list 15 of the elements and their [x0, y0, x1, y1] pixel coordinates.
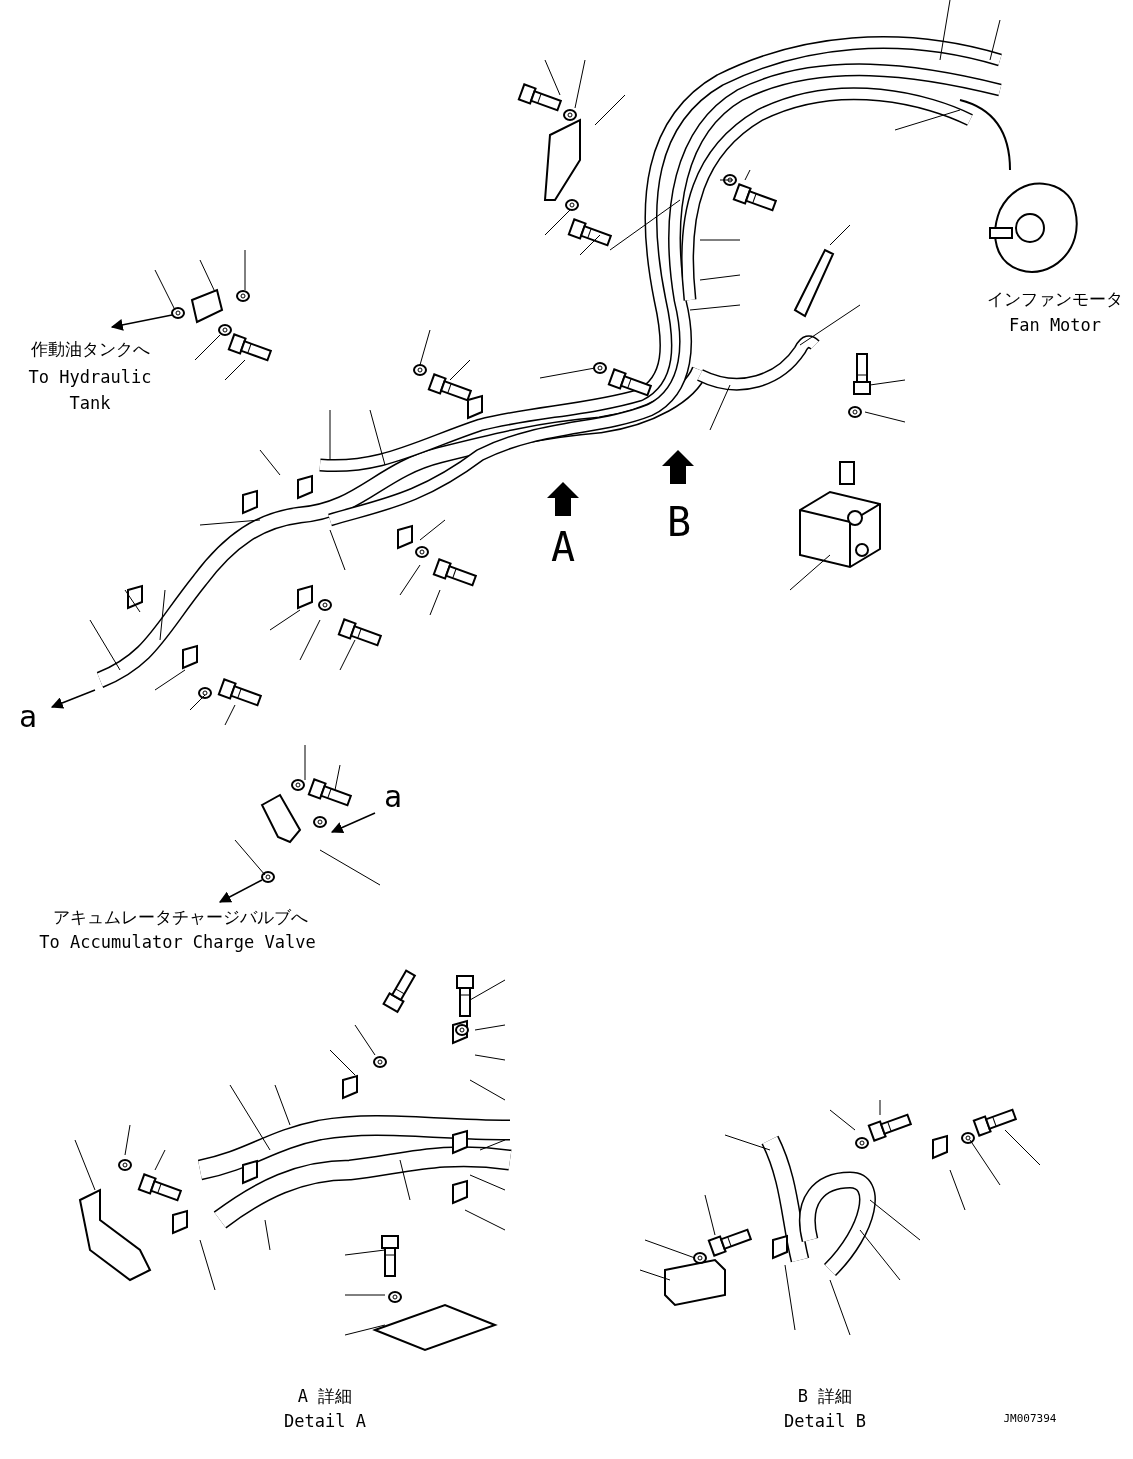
detail-caption: A 詳細 [296, 1387, 354, 1406]
drawing-number: JM007394 [1002, 1413, 1058, 1426]
reference-letter: a [382, 780, 404, 813]
part-label: アキュムレータチャージバルブへ [51, 908, 309, 927]
part-label: 作動油タンクへ [29, 340, 151, 359]
view-letter: B [665, 500, 693, 544]
detail-caption: Detail A [283, 1412, 367, 1431]
part-label: To Accumulator Charge Valve [38, 933, 317, 952]
part-label: インファンモータ [986, 290, 1124, 309]
view-letter: A [549, 525, 577, 569]
detail-caption: B 詳細 [796, 1387, 854, 1406]
detail-caption: Detail B [783, 1412, 867, 1431]
part-label: Fan Motor [1007, 316, 1103, 335]
reference-letter: a [17, 700, 39, 733]
part-label: To Hydraulic Tank [27, 366, 153, 415]
